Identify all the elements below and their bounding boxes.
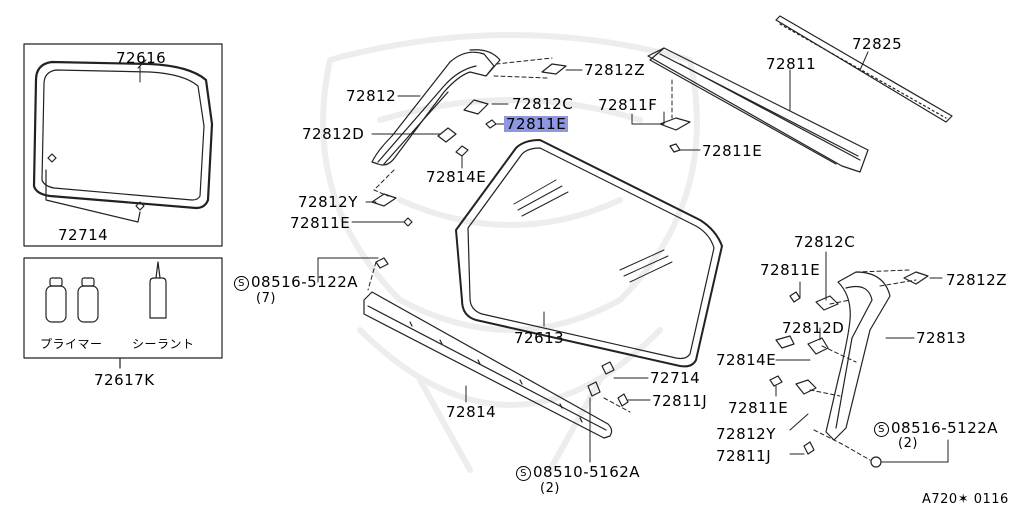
- molding-72812: [371, 49, 501, 166]
- label-72714-mid: 72714: [650, 369, 701, 387]
- diagram-code: A720✶ 0116: [922, 492, 1009, 507]
- label-72616: 72616: [116, 49, 167, 67]
- label-sealant: シーラント: [132, 337, 195, 351]
- label-72811E-mid: 72811E: [702, 142, 763, 160]
- bolt-code-2: 08510-5162A: [533, 463, 641, 481]
- label-primer: プライマー: [40, 337, 103, 351]
- label-72814E-right: 72814E: [716, 351, 777, 369]
- s-mark-icon: S: [874, 422, 889, 437]
- label-72812: 72812: [346, 87, 397, 105]
- label-72812D-right: 72812D: [782, 319, 845, 337]
- bolt-code-3: 08516-5122A: [891, 419, 999, 437]
- strip-72825: [775, 15, 953, 123]
- label-72812Z-right: 72812Z: [946, 271, 1007, 289]
- label-72813: 72813: [916, 329, 967, 347]
- bolt-qty-3: (2): [898, 436, 918, 451]
- box-72616: [23, 43, 223, 247]
- panel-72811: [647, 47, 869, 173]
- molding-72814: [363, 291, 613, 439]
- clips: [371, 63, 929, 468]
- label-72811E-right2: 72811E: [728, 399, 789, 417]
- label-72812Y-left: 72812Y: [298, 193, 358, 211]
- label-72811J-mid: 72811J: [652, 392, 708, 410]
- label-72811J-right: 72811J: [716, 447, 772, 465]
- label-72812C-right: 72812C: [794, 233, 856, 251]
- bolt-qty-2: (2): [540, 481, 560, 496]
- bolt-qty-1: (7): [256, 291, 276, 306]
- label-72617K: 72617K: [94, 371, 155, 389]
- label-72812Y-right: 72812Y: [716, 425, 776, 443]
- label-72812C-top: 72812C: [512, 95, 574, 113]
- label-72812Z-top: 72812Z: [584, 61, 645, 79]
- leader-lines: [139, 51, 949, 463]
- box-72617K: [23, 257, 223, 369]
- label-72814: 72814: [446, 403, 497, 421]
- glass-reflection: [513, 179, 673, 283]
- label-72811E-highlight: 72811E: [504, 115, 569, 133]
- label-72613: 72613: [514, 329, 565, 347]
- label-72714-box: 72714: [58, 226, 109, 244]
- bolt-code-1: 08516-5122A: [251, 273, 359, 291]
- label-72811: 72811: [766, 55, 817, 73]
- molding-72813: [825, 271, 891, 441]
- glass-72613: [455, 139, 723, 368]
- label-72811E-left: 72811E: [290, 214, 351, 232]
- label-72811F: 72811F: [598, 96, 658, 114]
- dashed-lines: [367, 57, 917, 461]
- label-72811E-right1: 72811E: [760, 261, 821, 279]
- label-72825: 72825: [852, 35, 903, 53]
- label-72814E-top: 72814E: [426, 168, 487, 186]
- s-mark-icon: S: [234, 276, 249, 291]
- label-72812D-left: 72812D: [302, 125, 365, 143]
- s-mark-icon: S: [516, 466, 531, 481]
